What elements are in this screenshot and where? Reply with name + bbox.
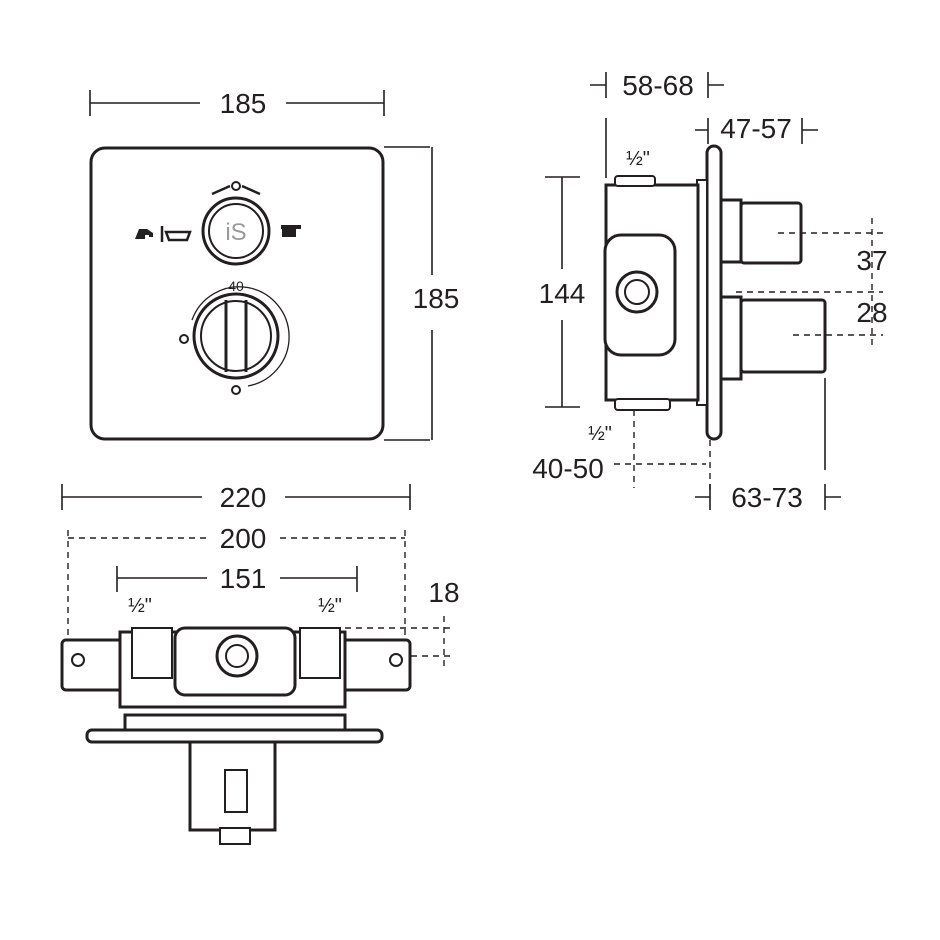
depth-top-label: 58-68 (622, 70, 694, 101)
overall-depth-label: 63-73 (731, 482, 803, 513)
front-height-label: 185 (413, 283, 460, 314)
side-view: 58-68 47-57 ½" 144 37 28 ½" 40-50 63-73 (532, 70, 887, 513)
spout-icon (135, 229, 153, 239)
inlet-spacing-label: 151 (220, 563, 267, 594)
temperature-dial: 40 (179, 278, 290, 395)
bottom-view: 220 200 151 ½" ½" 18 (60, 482, 460, 845)
inlet-bottom-label: ½" (588, 423, 612, 445)
spacing-28-label: 28 (856, 297, 887, 328)
inlet-right-label: ½" (318, 595, 342, 617)
front-width-label: 185 (220, 88, 267, 119)
bath-icon (164, 230, 192, 242)
fixing-width-label: 200 (220, 523, 267, 554)
wall-plate (705, 144, 723, 441)
height-144-label: 144 (539, 278, 586, 309)
shower-icon (281, 225, 301, 237)
dial-temp-label: 40 (228, 278, 244, 294)
front-view: 185 185 iS 40 (89, 88, 460, 441)
inlet-left-label: ½" (128, 595, 152, 617)
spacing-37-label: 37 (856, 245, 887, 276)
diverter-knob: iS (135, 181, 301, 266)
lower-handle (739, 298, 827, 374)
brand-logo: iS (225, 219, 246, 246)
offset-18-label: 18 (428, 577, 459, 608)
depth-bottom-label: 40-50 (532, 453, 604, 484)
overall-width-label: 220 (220, 482, 267, 513)
handle-depth-label: 47-57 (720, 113, 792, 144)
inlet-top-label: ½" (626, 148, 650, 170)
